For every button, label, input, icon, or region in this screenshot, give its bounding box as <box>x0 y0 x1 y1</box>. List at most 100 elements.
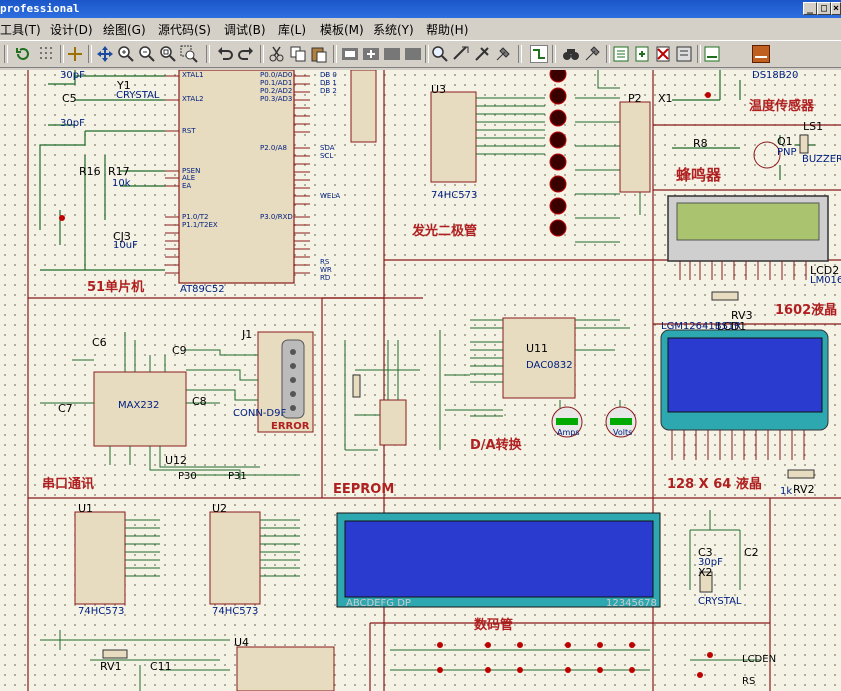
maximize-button[interactable]: □ <box>817 2 831 15</box>
block-rotate-icon[interactable] <box>383 45 401 63</box>
lcd12864-panel <box>660 329 829 479</box>
bom-icon[interactable] <box>675 45 693 63</box>
label-u1-part: 74HC573 <box>78 606 125 617</box>
cut-icon[interactable] <box>268 45 286 63</box>
decompose-icon[interactable] <box>494 45 512 63</box>
mcu-pin-p02: P0.2/AD2 <box>260 87 293 95</box>
label-c3: C3 <box>698 546 713 559</box>
crystal-x2 <box>699 571 713 593</box>
u2-latch <box>209 511 261 605</box>
pick-device-icon[interactable] <box>431 45 449 63</box>
net-rs: RS <box>742 676 756 687</box>
toolbar-separator <box>4 45 8 63</box>
resistor-rv1 <box>102 649 128 659</box>
property-assign-icon[interactable] <box>583 45 601 63</box>
mcu-pin-p00: P0.0/AD0 <box>260 71 293 79</box>
zoom-in-icon[interactable] <box>117 45 135 63</box>
net-lcden: LCDEN <box>742 654 777 665</box>
refresh-icon[interactable] <box>14 45 32 63</box>
mcu-pin-ea: EA <box>182 182 192 190</box>
label-c5: C5 <box>62 92 77 105</box>
label-r16: R16 <box>79 165 101 178</box>
new-sheet-icon[interactable] <box>633 45 651 63</box>
menu-system[interactable]: 系统(Y) <box>373 23 414 37</box>
section-label-led: 发光二极管 <box>412 224 478 239</box>
mcu-pin-p10: P1.0/T2 <box>182 213 209 221</box>
block-delete-icon[interactable] <box>404 45 422 63</box>
mcu-chip <box>165 70 377 284</box>
mcu-pin-xtal2: XTAL2 <box>182 95 204 103</box>
make-device-icon[interactable] <box>452 45 470 63</box>
zoom-out-icon[interactable] <box>138 45 156 63</box>
remove-sheet-icon[interactable] <box>654 45 672 63</box>
toolbar-separator <box>697 45 701 63</box>
toolbar-separator <box>425 45 429 63</box>
label-mcu-part: AT89C52 <box>180 284 225 295</box>
dac-wires <box>439 319 630 450</box>
block-copy-icon[interactable] <box>341 45 359 63</box>
transistor-q1 <box>753 141 781 169</box>
redo-icon[interactable] <box>237 45 255 63</box>
menu-source[interactable]: 源代码(S) <box>158 23 211 37</box>
label-r17: R17 <box>108 165 130 178</box>
toolbar-separator <box>518 45 522 63</box>
label-c8: C8 <box>192 395 207 408</box>
paste-icon[interactable] <box>310 45 328 63</box>
grid-icon[interactable] <box>38 45 56 63</box>
label-seg-right: 12345678 <box>606 598 657 609</box>
db9-connector <box>257 331 314 433</box>
section-label-eeprom: EEPROM <box>333 482 395 497</box>
label-dac: DAC0832 <box>526 360 573 371</box>
u3-latch <box>430 91 477 183</box>
zoom-all-icon[interactable] <box>159 45 177 63</box>
menu-tools[interactable]: 工具(T) <box>0 23 41 37</box>
zoom-area-icon[interactable] <box>180 45 198 63</box>
label-x2: X2 <box>698 566 713 579</box>
search-icon[interactable] <box>562 45 580 63</box>
led-array <box>549 70 567 237</box>
pan-icon[interactable] <box>96 45 114 63</box>
label-cj3-val: 10uF <box>113 240 138 251</box>
label-ls1: LS1 <box>803 120 824 133</box>
design-explorer-icon[interactable] <box>612 45 630 63</box>
p2-connector <box>619 101 651 193</box>
label-lm016l: LM016L <box>810 275 841 286</box>
menu-design[interactable]: 设计(D) <box>50 23 93 37</box>
respack <box>350 70 377 143</box>
label-cj3: CJ3 <box>113 230 131 243</box>
label-q1: Q1 <box>777 135 793 148</box>
menu-graph[interactable]: 绘图(G) <box>103 23 146 37</box>
label-y1: Y1 <box>117 79 131 92</box>
package-tool-icon[interactable] <box>473 45 491 63</box>
label-u2-part: 74HC573 <box>212 606 259 617</box>
menu-library[interactable]: 库(L) <box>278 23 307 37</box>
toolbar-separator <box>606 45 610 63</box>
minimize-button[interactable]: _ <box>803 2 817 15</box>
section-label-da: D/A转换 <box>470 438 522 453</box>
resistor-eeprom <box>352 374 361 398</box>
undo-icon[interactable] <box>216 45 234 63</box>
menu-debug[interactable]: 调试(B) <box>224 23 266 37</box>
net-sda: SDA <box>320 144 335 152</box>
label-r8: R8 <box>693 137 708 150</box>
wire-autoroute-icon[interactable] <box>530 45 548 63</box>
eeprom-chip <box>379 399 407 446</box>
menu-help[interactable]: 帮助(H) <box>426 23 469 37</box>
schematic-canvas[interactable]: 51单片机 发光二极管 温度传感器 蜂鸣器 1602液晶 串口通讯 EEPROM… <box>0 70 841 691</box>
block-move-icon[interactable] <box>362 45 380 63</box>
netlist-icon[interactable] <box>703 45 721 63</box>
label-buzzer-part: BUZZER <box>802 154 841 165</box>
label-c3-val: 30pF <box>698 557 723 568</box>
origin-icon[interactable] <box>66 45 84 63</box>
serial-wires <box>40 332 300 480</box>
ares-icon[interactable] <box>752 45 770 63</box>
latch-wires <box>125 519 300 577</box>
mcu-pin-rst: RST <box>182 127 196 135</box>
label-u3-part: 74HC573 <box>431 190 478 201</box>
toolbar <box>0 40 841 68</box>
menu-template[interactable]: 模板(M) <box>320 23 364 37</box>
close-button[interactable]: × <box>831 2 841 15</box>
copy-icon[interactable] <box>289 45 307 63</box>
mcu-pin-p03: P0.3/AD3 <box>260 95 293 103</box>
label-x1: X1 <box>658 92 673 105</box>
